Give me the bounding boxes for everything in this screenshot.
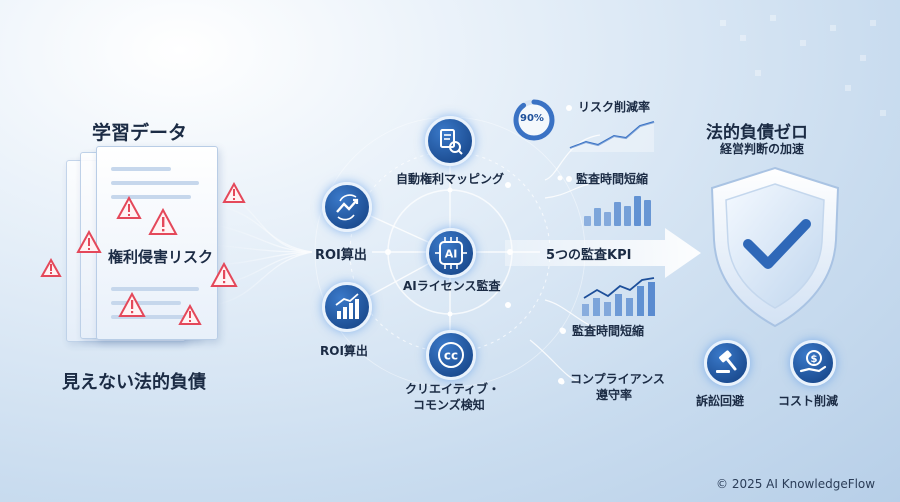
warning-icon — [148, 208, 178, 235]
auto-rights-mapping-node — [425, 116, 475, 166]
warning-icon — [178, 304, 202, 325]
creative-commons-node: cc — [426, 330, 476, 380]
creative-commons-icon: cc — [438, 342, 464, 368]
kpi-label-compliance-line2: 遵守率 — [596, 388, 633, 402]
bar-chart-icon — [584, 192, 664, 226]
training-data-title: 学習データ — [92, 122, 188, 144]
kpi-dot — [566, 105, 572, 111]
gauge-ring — [513, 99, 555, 141]
creative-commons-label-line2: コモンズ検知 — [413, 398, 485, 412]
accelerated-decision-subtitle: 経営判断の加速 — [720, 142, 805, 156]
ai-license-audit-hub: AI — [426, 228, 476, 278]
warning-icon — [118, 292, 146, 317]
warning-icon — [222, 182, 246, 203]
bar-chart-icon — [335, 293, 359, 319]
hidden-legal-debt-label: 見えない法的負債 — [62, 372, 206, 393]
bar-line-chart-icon — [582, 277, 655, 316]
roi-upper-label: ROI算出 — [315, 248, 367, 263]
warning-icon — [40, 258, 62, 277]
hand-coin-icon: $ — [799, 350, 827, 373]
warning-icon — [76, 230, 102, 253]
roi-lower-node — [322, 282, 372, 332]
auto-rights-mapping-label: 自動権利マッピング — [396, 172, 505, 186]
kpi-dot — [560, 328, 566, 334]
lawsuit-avoidance-badge — [704, 340, 750, 386]
kpi-arrow — [505, 228, 701, 278]
roi-lower-label: ROI算出 — [320, 344, 368, 358]
kpi-label-time-reduction-2: 監査時間短縮 — [572, 324, 645, 338]
roi-upper-node — [322, 182, 372, 232]
kpi-label-time-reduction-1: 監査時間短縮 — [576, 172, 649, 186]
gauge-value: 90% — [520, 113, 544, 124]
hub-icon-text: AI — [445, 248, 458, 261]
rights-infringement-risk-label: 権利侵害リスク — [108, 248, 214, 266]
warning-icon — [210, 262, 238, 287]
zero-legal-debt-title: 法的負債ゼロ — [706, 123, 808, 143]
gavel-icon — [716, 350, 737, 373]
kpi-label-risk-reduction: リスク削減率 — [578, 100, 651, 114]
kpi-arrow-label: 5つの監査KPI — [546, 248, 632, 263]
lawsuit-avoidance-label: 訴訟回避 — [696, 394, 745, 408]
kpi-label-compliance-line1: コンプライアンス — [570, 372, 665, 386]
cost-reduction-badge: $ — [790, 340, 836, 386]
cc-icon-text: cc — [444, 349, 458, 363]
copyright-text: © 2025 AI KnowledgeFlow — [716, 477, 876, 491]
ai-chip-icon: AI — [435, 237, 467, 269]
creative-commons-label-line1: クリエイティブ・ — [405, 382, 501, 396]
kpi-dot — [566, 176, 572, 182]
trend-line-icon — [569, 121, 655, 152]
document-search-icon — [440, 129, 463, 155]
cost-reduction-label: コスト削減 — [778, 394, 839, 408]
document-front — [96, 146, 218, 340]
ai-license-audit-label: AIライセンス監査 — [403, 279, 501, 293]
warning-icon — [116, 196, 142, 219]
kpi-dot — [558, 378, 564, 384]
dollar-text: $ — [811, 354, 818, 365]
trend-arrows-icon — [336, 194, 359, 221]
shield-check-icon — [710, 166, 840, 328]
